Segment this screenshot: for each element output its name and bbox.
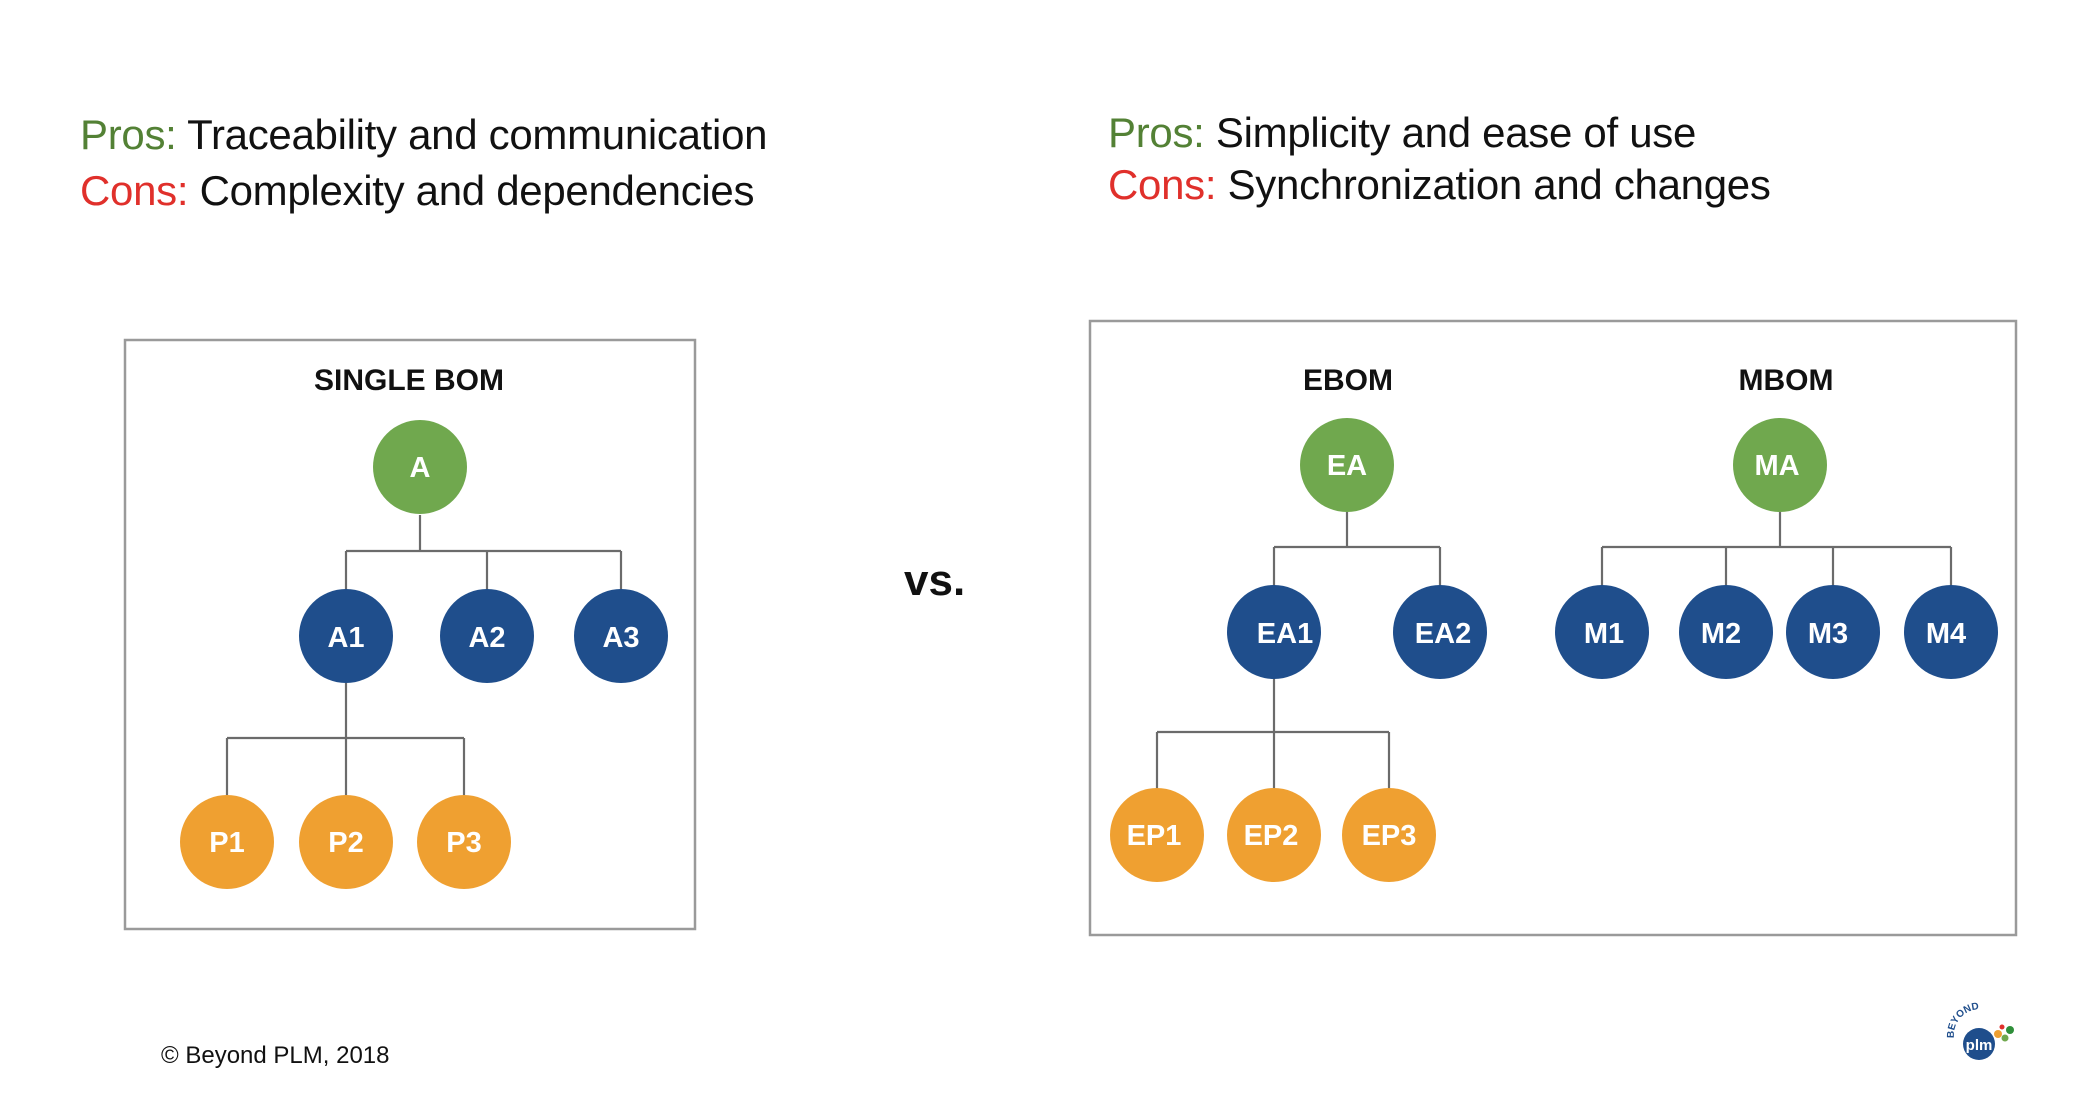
node-MA: MA <box>1733 418 1827 512</box>
node-label: A1 <box>327 622 364 654</box>
node-label: EP1 <box>1127 820 1182 852</box>
logo-dot-orange <box>1994 1030 2002 1038</box>
node-label: M3 <box>1808 618 1848 650</box>
logo-dot-darkgreen <box>2006 1026 2014 1034</box>
logo-circle <box>1963 1028 1995 1060</box>
part-node-circle <box>417 795 511 889</box>
right-cons-label: Cons: <box>1108 161 1217 208</box>
node-EP3: EP3 <box>1342 788 1436 882</box>
mbom-connectors <box>1600 512 1953 586</box>
node-A1: A1 <box>299 589 393 683</box>
node-EP1: EP1 <box>1110 788 1204 882</box>
node-label: P3 <box>446 827 481 859</box>
node-label: M4 <box>1926 618 1966 650</box>
node-label: MA <box>1754 450 1799 482</box>
part-node-circle <box>1110 788 1204 882</box>
assembly-node-circle <box>1227 585 1321 679</box>
root-node-circle <box>1733 418 1827 512</box>
right-cons-line: Cons: Synchronization and changes <box>1108 159 1771 211</box>
ebom-title: EBOM <box>1303 364 1393 397</box>
node-label: A3 <box>602 622 639 654</box>
beyond-plm-logo-icon: BEYOND plm <box>1946 1001 2014 1060</box>
node-P2: P2 <box>299 795 393 889</box>
copyright-text: © Beyond PLM, 2018 <box>161 1042 390 1069</box>
right-pros-label: Pros: <box>1108 109 1205 156</box>
right-pros-text: Simplicity and ease of use <box>1215 109 1697 156</box>
node-P1: P1 <box>180 795 274 889</box>
left-pros-line: Pros: Traceability and communication <box>80 107 768 163</box>
root-node-circle <box>1300 418 1394 512</box>
part-node-circle <box>180 795 274 889</box>
vs-label: vs. <box>904 556 966 605</box>
node-EP2: EP2 <box>1227 788 1321 882</box>
node-label: M2 <box>1701 618 1741 650</box>
assembly-node-circle <box>440 589 534 683</box>
node-M4: M4 <box>1904 585 1998 679</box>
right-cons-text: Synchronization and changes <box>1227 161 1771 208</box>
part-node-circle <box>299 795 393 889</box>
assembly-node-circle <box>1679 585 1773 679</box>
node-label: P2 <box>328 827 363 859</box>
left-cons-label: Cons: <box>80 167 189 214</box>
left-cons-text: Complexity and dependencies <box>199 167 755 214</box>
node-label: P1 <box>209 827 244 859</box>
ebom-mbom-panel <box>1088 319 2018 937</box>
assembly-node-circle <box>1786 585 1880 679</box>
logo-dot-red <box>1999 1024 2005 1030</box>
assembly-node-circle <box>1904 585 1998 679</box>
node-EA2: EA2 <box>1393 585 1487 679</box>
node-label: EA2 <box>1415 618 1471 650</box>
node-EA: EA <box>1300 418 1394 512</box>
logo-center-text: plm <box>1966 1037 1993 1054</box>
mbom-title: MBOM <box>1739 364 1834 397</box>
part-node-circle <box>1227 788 1321 882</box>
single-bom-connectors <box>225 515 623 795</box>
left-pros-cons: Pros: Traceability and communication Con… <box>80 107 768 219</box>
left-cons-line: Cons: Complexity and dependencies <box>80 163 767 219</box>
node-label: M1 <box>1584 618 1624 650</box>
assembly-node-circle <box>299 589 393 683</box>
node-M3: M3 <box>1786 585 1880 679</box>
node-label: EP2 <box>1244 820 1299 852</box>
part-node-circle <box>1342 788 1436 882</box>
node-A2: A2 <box>440 589 534 683</box>
node-label: A2 <box>468 622 505 654</box>
assembly-node-circle <box>1555 585 1649 679</box>
logo-dot-green <box>2001 1034 2009 1042</box>
node-M2: M2 <box>1679 585 1773 679</box>
assembly-node-circle <box>1393 585 1487 679</box>
single-bom-panel <box>123 338 697 931</box>
node-P3: P3 <box>417 795 511 889</box>
ebom-connectors <box>1155 512 1442 789</box>
node-A3: A3 <box>574 589 668 683</box>
node-label: A <box>410 452 431 484</box>
left-pros-text: Traceability and communication <box>187 111 768 158</box>
single-bom-title: SINGLE BOM <box>314 364 504 397</box>
node-label: EA1 <box>1257 618 1313 650</box>
node-M1: M1 <box>1555 585 1649 679</box>
node-label: EP3 <box>1362 820 1417 852</box>
right-pros-cons: Pros: Simplicity and ease of use Cons: S… <box>1108 107 1771 211</box>
node-EA1: EA1 <box>1227 585 1321 679</box>
node-A: A <box>373 420 467 514</box>
left-pros-label: Pros: <box>80 111 177 158</box>
root-node-circle <box>373 420 467 514</box>
node-label: EA <box>1327 450 1367 482</box>
right-pros-line: Pros: Simplicity and ease of use <box>1108 107 1771 159</box>
assembly-node-circle <box>574 589 668 683</box>
